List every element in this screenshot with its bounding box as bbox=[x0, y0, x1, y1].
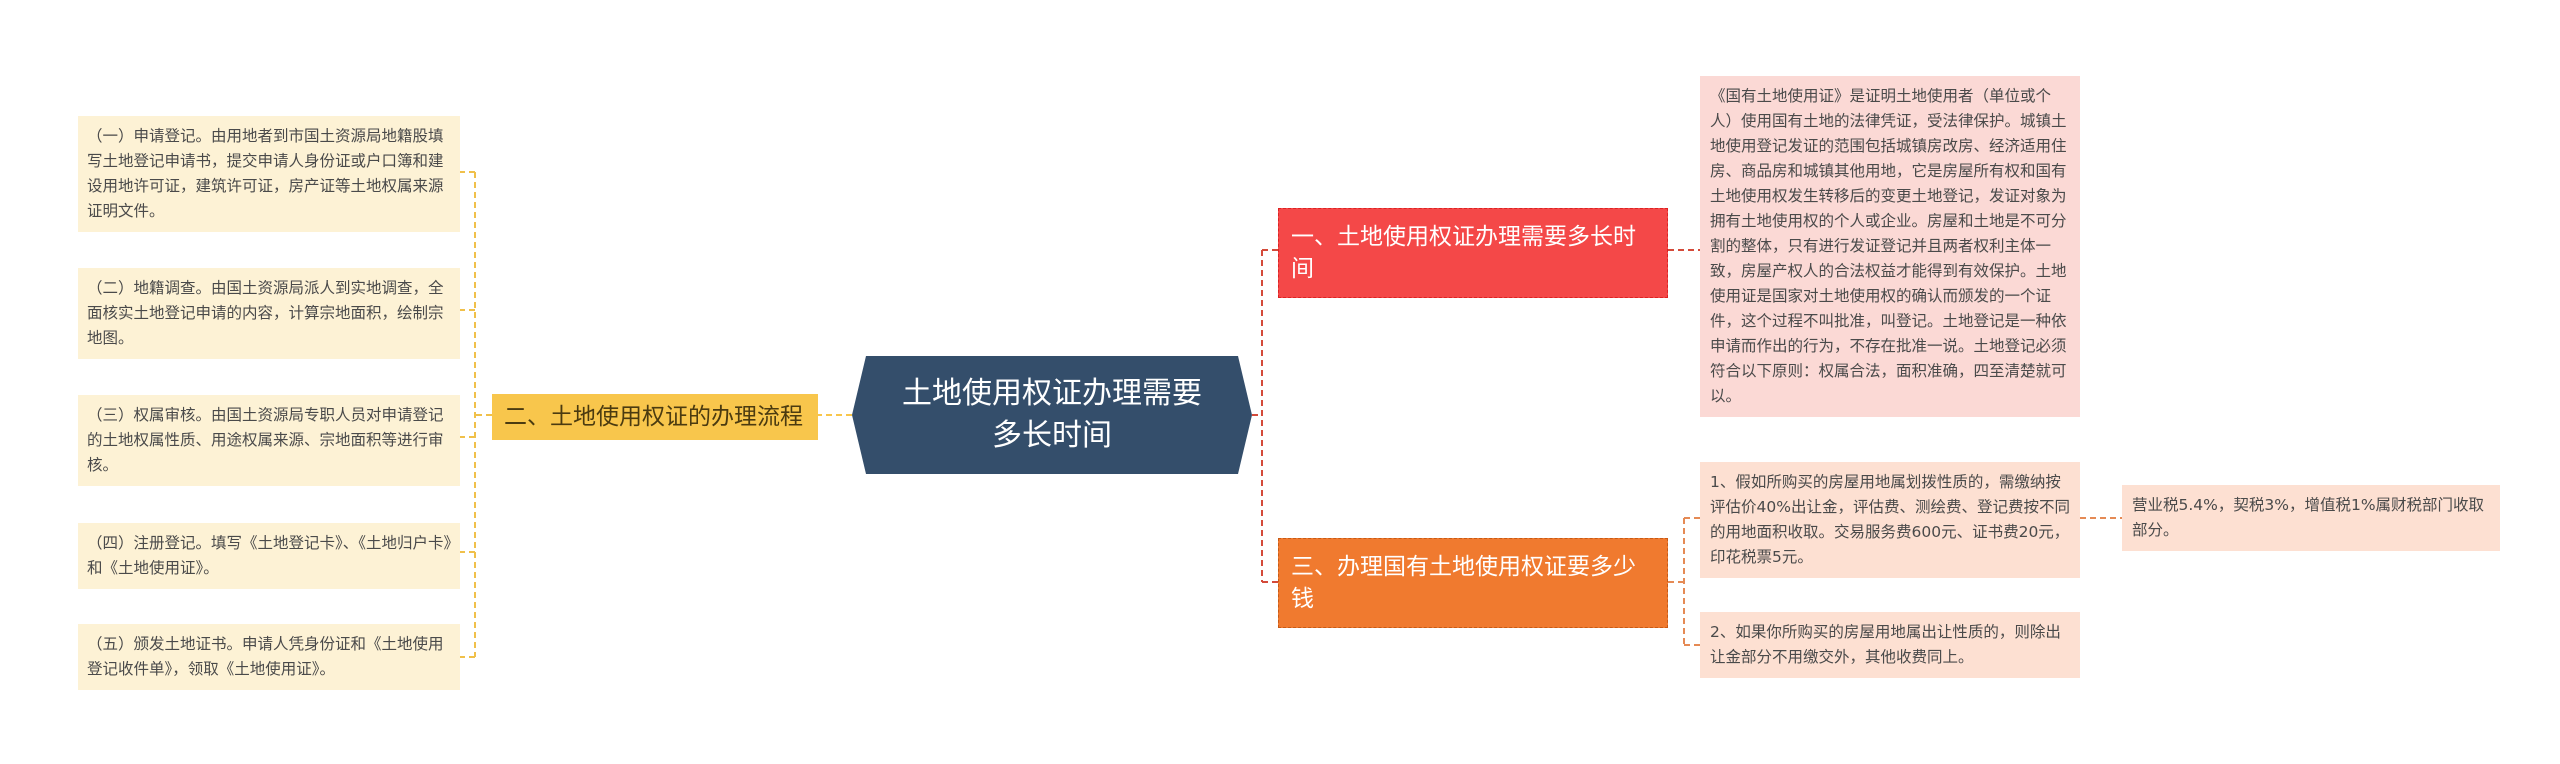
process-step-4[interactable]: （四）注册登记。填写《土地登记卡》、《土地归户卡》和《土地使用证》。 bbox=[78, 523, 460, 589]
connector-central-right bbox=[1252, 249, 1278, 583]
cost-item-2-text: 2、如果你所购买的房屋用地属出让性质的，则除出让金部分不用缴交外，其他收费同上。 bbox=[1710, 623, 2061, 666]
process-step-1-text: （一）申请登记。由用地者到市国土资源局地籍股填写土地登记申请书，提交申请人身份证… bbox=[87, 127, 444, 220]
central-topic-shape bbox=[852, 356, 1252, 474]
cost-item-1-text: 1、假如所购买的房屋用地属划拨性质的，需缴纳按评估价40%出让金，评估费、测绘费… bbox=[1710, 473, 2070, 566]
duration-detail[interactable]: 《国有土地使用证》是证明土地使用者（单位或个人）使用国有土地的法律凭证，受法律保… bbox=[1700, 76, 2080, 417]
connector-r3-items bbox=[1668, 517, 1700, 646]
process-step-1[interactable]: （一）申请登记。由用地者到市国土资源局地籍股填写土地登记申请书，提交申请人身份证… bbox=[78, 116, 460, 232]
connector-left-leaves bbox=[460, 171, 492, 658]
cost-item-1-child[interactable]: 营业税5.4%，契税3%，增值税1%属财税部门收取部分。 bbox=[2122, 485, 2500, 551]
process-step-3[interactable]: （三）权属审核。由国土资源局专职人员对申请登记的土地权属性质、用途权属来源、宗地… bbox=[78, 395, 460, 486]
branch-duration[interactable]: 一、土地使用权证办理需要多长时间 bbox=[1278, 208, 1668, 298]
central-topic-label: 土地使用权证办理需要多长时间 bbox=[902, 376, 1202, 453]
process-step-2[interactable]: （二）地籍调查。由国土资源局派人到实地调查，全面核实土地登记申请的内容，计算宗地… bbox=[78, 268, 460, 359]
process-step-5-text: （五）颁发土地证书。申请人凭身份证和《土地使用登记收件单》，领取《土地使用证》。 bbox=[87, 635, 444, 678]
process-step-5[interactable]: （五）颁发土地证书。申请人凭身份证和《土地使用登记收件单》，领取《土地使用证》。 bbox=[78, 624, 460, 690]
cost-item-1-child-text: 营业税5.4%，契税3%，增值税1%属财税部门收取部分。 bbox=[2132, 496, 2485, 539]
process-step-3-text: （三）权属审核。由国土资源局专职人员对申请登记的土地权属性质、用途权属来源、宗地… bbox=[87, 406, 444, 474]
branch-duration-label: 一、土地使用权证办理需要多长时间 bbox=[1291, 224, 1636, 282]
branch-process[interactable]: 二、土地使用权证的办理流程 bbox=[492, 394, 818, 440]
process-step-2-text: （二）地籍调查。由国土资源局派人到实地调查，全面核实土地登记申请的内容，计算宗地… bbox=[87, 279, 444, 347]
duration-detail-text: 《国有土地使用证》是证明土地使用者（单位或个人）使用国有土地的法律凭证，受法律保… bbox=[1710, 87, 2067, 405]
cost-item-1[interactable]: 1、假如所购买的房屋用地属划拨性质的，需缴纳按评估价40%出让金，评估费、测绘费… bbox=[1700, 462, 2080, 578]
central-topic[interactable]: 土地使用权证办理需要多长时间 bbox=[852, 356, 1252, 474]
process-step-4-text: （四）注册登记。填写《土地登记卡》、《土地归户卡》和《土地使用证》。 bbox=[87, 534, 452, 577]
cost-item-2[interactable]: 2、如果你所购买的房屋用地属出让性质的，则除出让金部分不用缴交外，其他收费同上。 bbox=[1700, 612, 2080, 678]
branch-process-label: 二、土地使用权证的办理流程 bbox=[504, 404, 803, 430]
branch-cost[interactable]: 三、办理国有土地使用权证要多少钱 bbox=[1278, 538, 1668, 628]
branch-cost-label: 三、办理国有土地使用权证要多少钱 bbox=[1291, 554, 1636, 612]
